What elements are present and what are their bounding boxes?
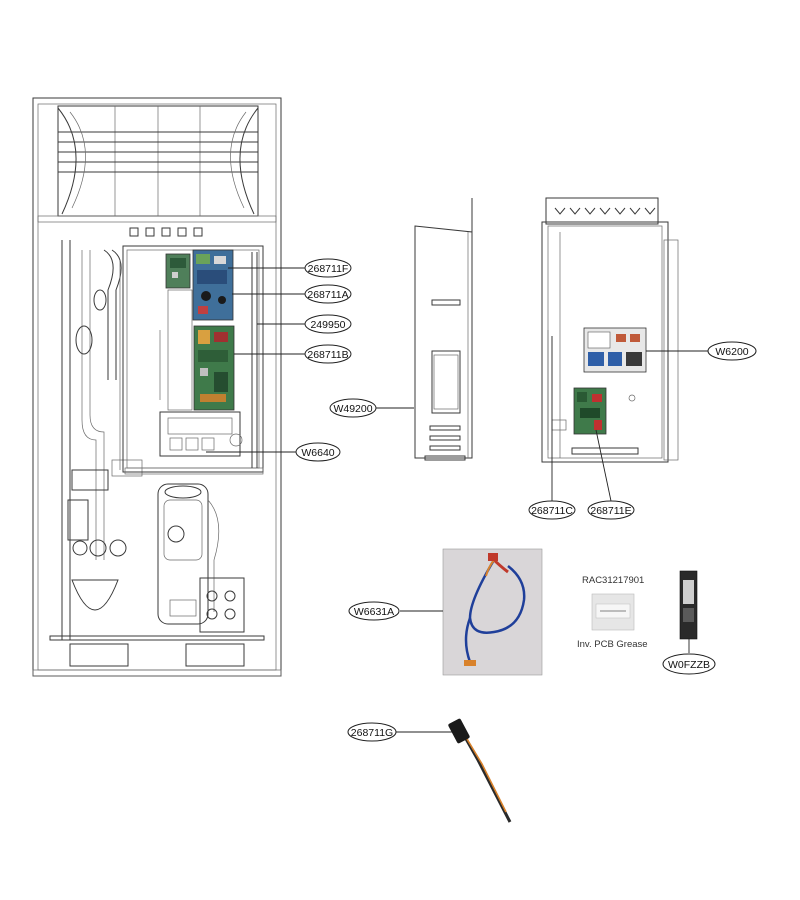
piping-assembly bbox=[61, 240, 143, 640]
grease-code: RAC31217901 bbox=[582, 575, 644, 586]
compressor bbox=[157, 483, 220, 625]
pcb-268711B bbox=[193, 325, 235, 411]
grease-package: RAC31217901 Inv. PCB Grease bbox=[577, 575, 648, 650]
leader-lines bbox=[206, 267, 708, 733]
sensor-268711G bbox=[448, 718, 512, 823]
side-panel-drawing bbox=[414, 198, 473, 461]
pcb-W6200 bbox=[583, 327, 647, 373]
cable-photo-W6631A bbox=[442, 548, 543, 676]
svg-text:268711A: 268711A bbox=[307, 289, 348, 301]
vent-holes bbox=[129, 227, 203, 237]
callout-268711E: 268711E bbox=[587, 500, 635, 520]
svg-text:268711B: 268711B bbox=[307, 349, 348, 361]
callout-268711F: 268711F bbox=[304, 258, 352, 278]
svg-text:W6640: W6640 bbox=[301, 447, 334, 459]
svg-text:268711E: 268711E bbox=[590, 505, 631, 517]
svg-text:W6631A: W6631A bbox=[354, 606, 394, 618]
svg-text:268711F: 268711F bbox=[308, 263, 349, 275]
callout-W6200: W6200 bbox=[707, 341, 757, 361]
svg-text:W6200: W6200 bbox=[715, 346, 748, 358]
svg-text:268711G: 268711G bbox=[351, 727, 393, 739]
fuse-W0FZZB bbox=[679, 570, 698, 640]
callout-W6640: W6640 bbox=[295, 442, 341, 462]
callout-W49200: W49200 bbox=[329, 398, 377, 418]
svg-text:W0FZZB: W0FZZB bbox=[668, 659, 710, 671]
callout-249950: 249950 bbox=[304, 314, 352, 334]
callout-268711C: 268711C bbox=[528, 500, 576, 520]
svg-text:268711C: 268711C bbox=[531, 505, 573, 517]
svg-text:W49200: W49200 bbox=[333, 403, 372, 415]
callout-268711B: 268711B bbox=[304, 344, 352, 364]
svg-text:249950: 249950 bbox=[310, 319, 345, 331]
callout-268711G: 268711G bbox=[347, 722, 397, 742]
grease-caption: Inv. PCB Grease bbox=[577, 639, 648, 650]
callout-W6631A: W6631A bbox=[348, 601, 400, 621]
callout-268711A: 268711A bbox=[304, 284, 352, 304]
pcb-268711E bbox=[573, 387, 607, 435]
rear-unit-drawing bbox=[541, 197, 679, 463]
pcb-268711F bbox=[165, 253, 191, 289]
callout-W0FZZB: W0FZZB bbox=[662, 653, 716, 675]
outdoor-unit-drawing bbox=[32, 97, 282, 677]
pcb-268711A bbox=[192, 249, 234, 321]
